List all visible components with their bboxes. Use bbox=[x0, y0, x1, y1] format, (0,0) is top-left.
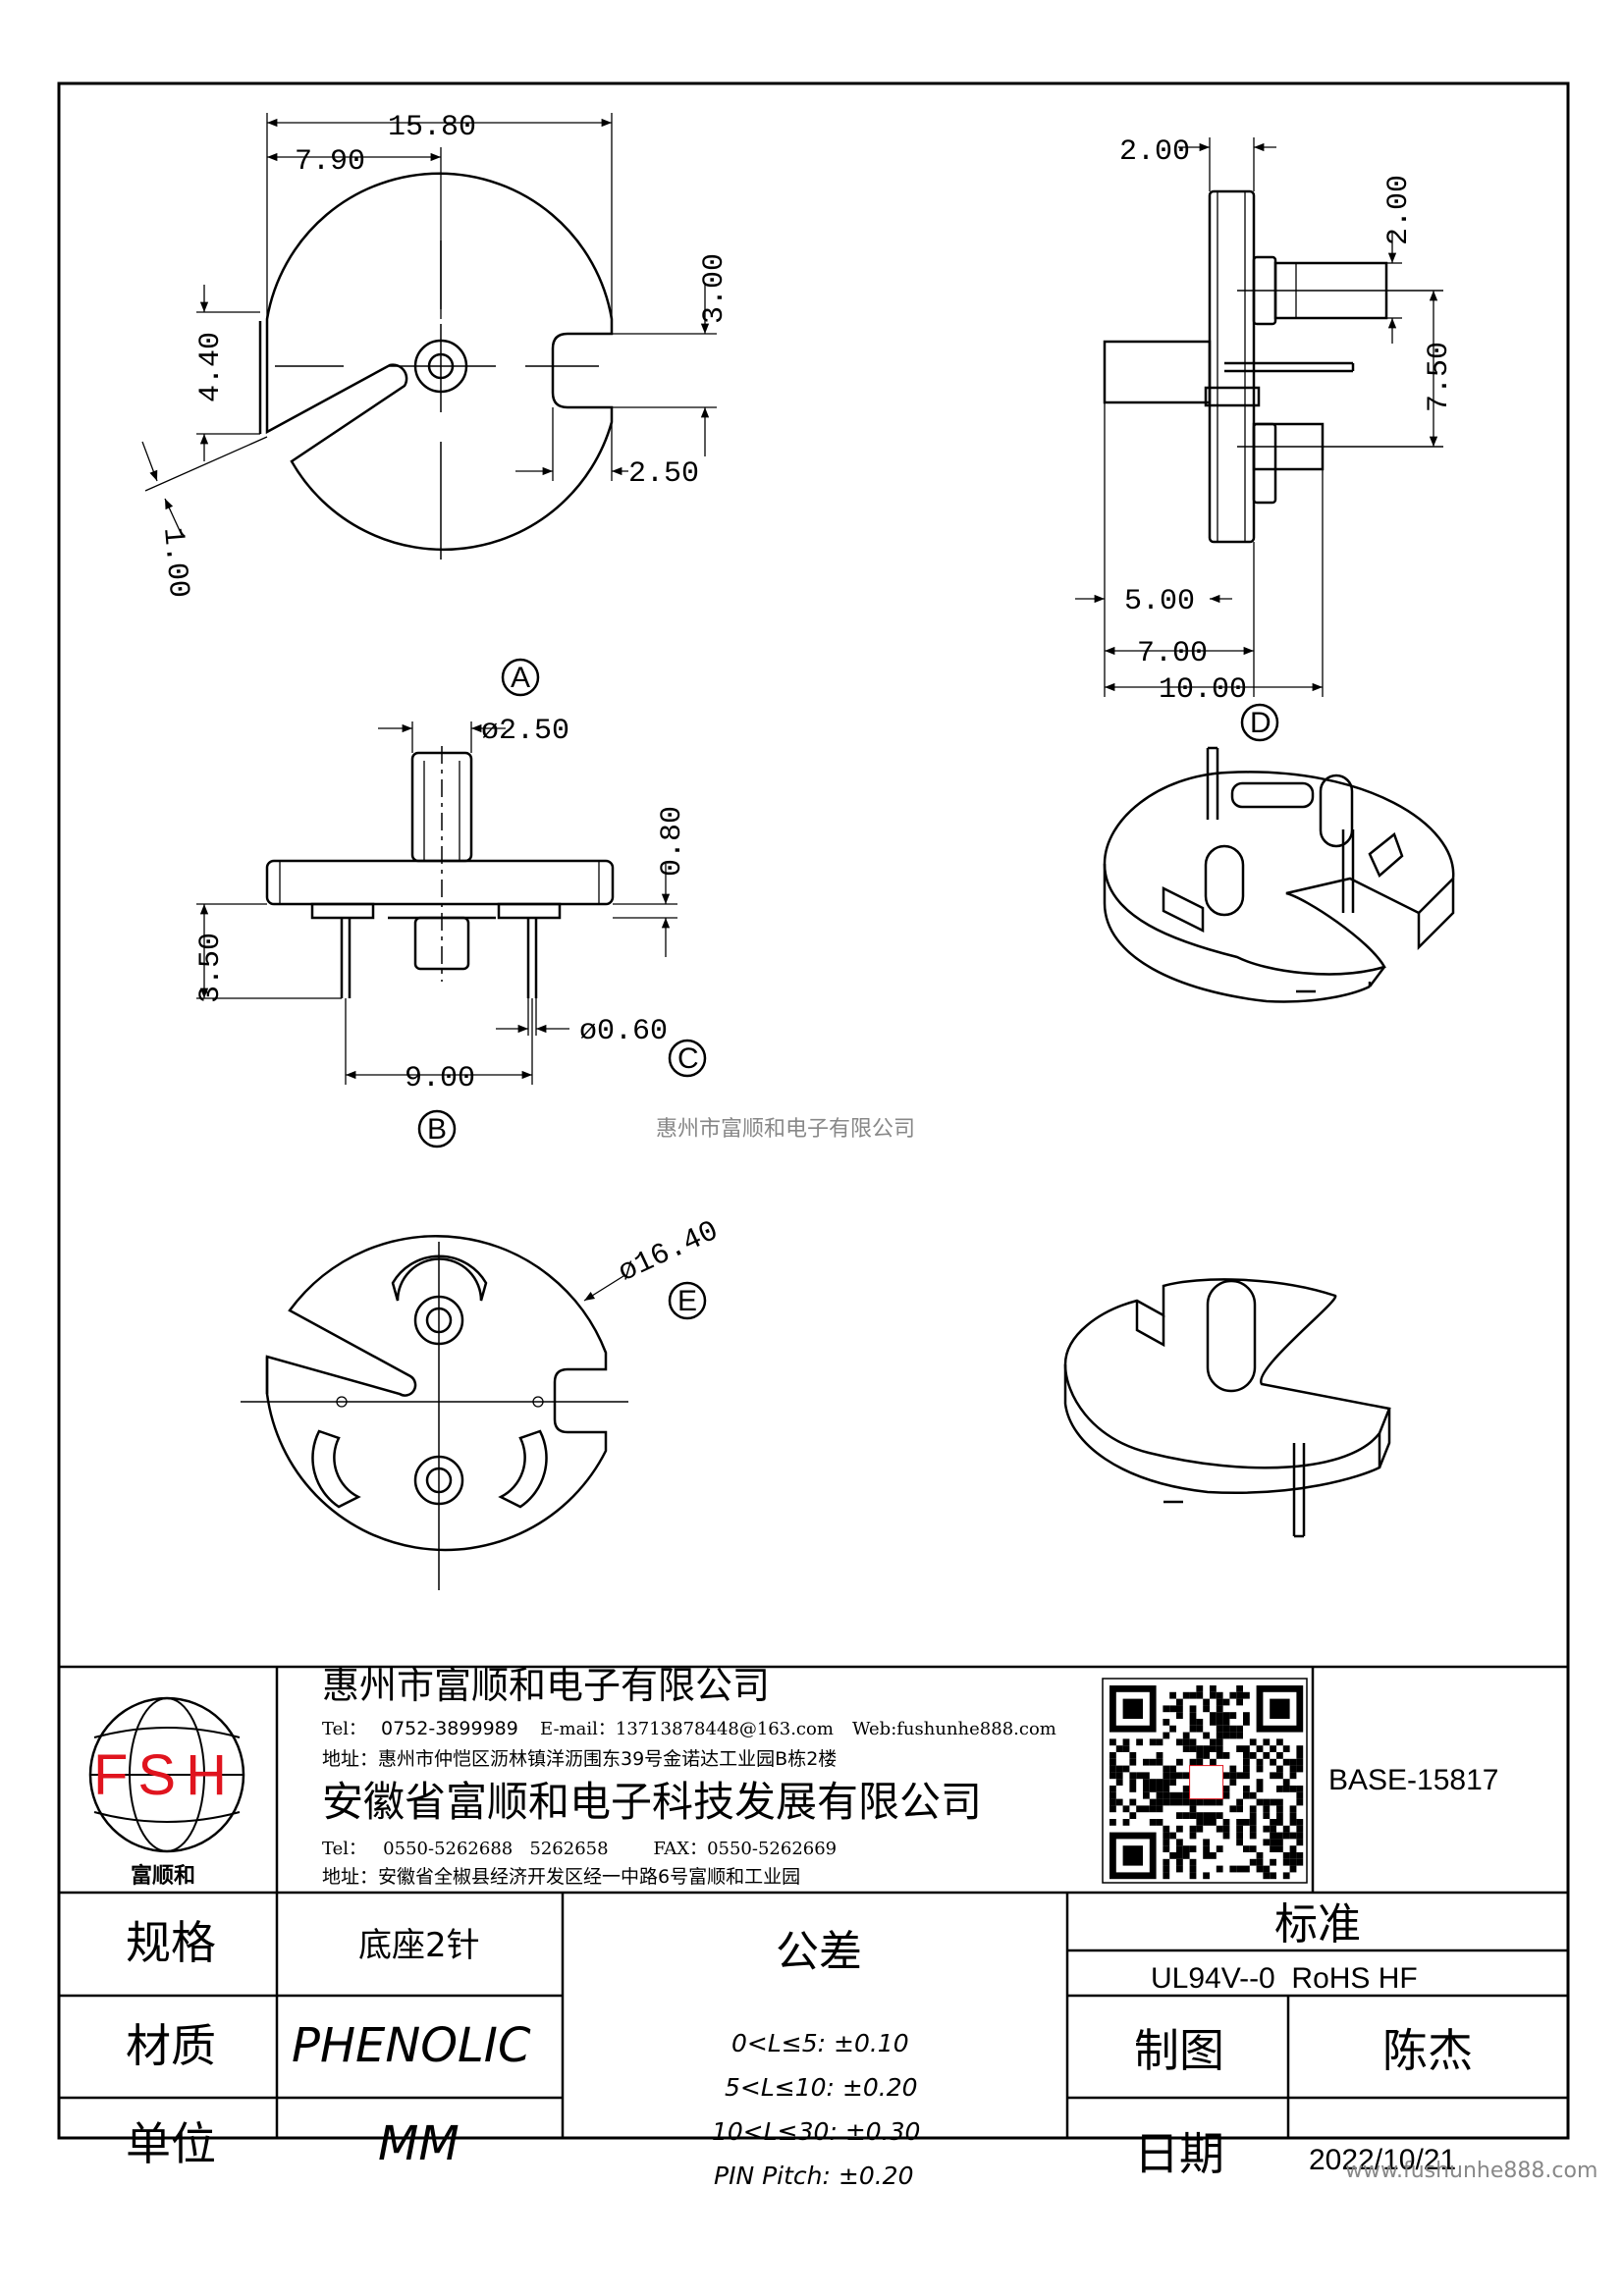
tolerance-3: 10<L≤30: ±0.30 bbox=[712, 2117, 920, 2146]
title-block bbox=[59, 1665, 1568, 2138]
dim-a-width: 15.80 bbox=[388, 111, 476, 144]
qr-code bbox=[1102, 1678, 1308, 1884]
e-slot-right bbox=[498, 1429, 548, 1509]
logo-text: FSH bbox=[93, 1743, 237, 1807]
tolerance-1: 0<L≤5: ±0.10 bbox=[731, 2029, 909, 2057]
iso1-top-face bbox=[1103, 771, 1455, 976]
date-value: 2022/10/21 bbox=[1309, 2144, 1456, 2176]
iso-view-2 bbox=[1063, 1278, 1391, 1538]
drawn-value: 陈杰 bbox=[1382, 2024, 1473, 2077]
address-2: 地址：安徽省全椒县经济开发区经一中路6号富顺和工业园 bbox=[322, 1866, 800, 1888]
dim-d-t2: 2.00 bbox=[1382, 175, 1416, 245]
view-label-d: D bbox=[1250, 707, 1271, 739]
view-b-front: A ø2.50 0.80 3.50 9.00 bbox=[194, 658, 707, 1148]
iso-view-1 bbox=[1103, 746, 1455, 1003]
spec-label: 规格 bbox=[126, 1916, 216, 1969]
dim-d-b: 7.00 bbox=[1137, 637, 1208, 670]
tolerance-2: 5<L≤10: ±0.20 bbox=[725, 2073, 918, 2102]
email: E-mail：13713878448@163.com bbox=[540, 1719, 834, 1739]
dim-d-a: 5.00 bbox=[1124, 585, 1195, 618]
logo-subtitle: 富顺和 bbox=[131, 1863, 195, 1889]
dim-a-chw: 1.00 bbox=[155, 526, 194, 600]
tolerance-4: PIN Pitch: ±0.20 bbox=[714, 2162, 914, 2190]
view-e-outline bbox=[265, 1235, 608, 1552]
part-number: BASE-15817 bbox=[1328, 1764, 1498, 1796]
dim-e-dia: ø16.40 bbox=[614, 1215, 724, 1290]
view-label-c: C bbox=[677, 1042, 699, 1075]
e-slot-left bbox=[311, 1429, 361, 1509]
material-value: PHENOLIC bbox=[292, 2018, 531, 2073]
e-slot-top bbox=[391, 1255, 488, 1302]
company-name-2: 安徽省富顺和电子科技发展有限公司 bbox=[322, 1778, 982, 1826]
footer-url: www.fushunhe888.com bbox=[1345, 2159, 1597, 2183]
sheet-border bbox=[57, 81, 1570, 2140]
fsh-logo: FSH 富顺和 bbox=[88, 1696, 245, 1889]
dim-b-pitch: 9.00 bbox=[405, 1062, 475, 1095]
tolerance-label: 公差 bbox=[776, 1927, 862, 1977]
dim-a-half: 7.90 bbox=[295, 145, 365, 179]
tel-1-label: Tel： bbox=[322, 1719, 366, 1739]
date-label: 日期 bbox=[1134, 2127, 1224, 2180]
material-label: 材质 bbox=[126, 2019, 216, 2072]
dim-d-c: 10.00 bbox=[1159, 673, 1247, 707]
side-body bbox=[1208, 189, 1256, 544]
spec-value: 底座2针 bbox=[358, 1926, 480, 1965]
dim-c-pin: ø0.60 bbox=[579, 1015, 668, 1048]
view-e-bottom: ø16.40 E bbox=[241, 1215, 724, 1590]
dim-b-post: ø2.50 bbox=[481, 715, 569, 748]
view-d-side: 2.00 2.00 7.50 5.00 7.00 10.00 D bbox=[1075, 135, 1456, 742]
address-1: 地址：惠州市仲恺区沥林镇洋沥围东39号金诺达工业园B栋2楼 bbox=[322, 1748, 837, 1770]
unit-value: MM bbox=[378, 2116, 460, 2171]
company-name-1: 惠州市富顺和电子有限公司 bbox=[322, 1664, 770, 1707]
watermark: 惠州市富顺和电子有限公司 bbox=[656, 1117, 915, 1142]
standard-value: UL94V--0 RoHS HF bbox=[1151, 1962, 1418, 1995]
standard-label: 标准 bbox=[1274, 1899, 1361, 1949]
dim-a-slot-h: 3.00 bbox=[698, 253, 731, 324]
view-label-b: B bbox=[427, 1113, 447, 1146]
tel-1: 0752-3899989 bbox=[381, 1718, 518, 1739]
drawn-label: 制图 bbox=[1134, 2024, 1224, 2077]
website: Web:fushunhe888.com bbox=[852, 1719, 1056, 1739]
view-label-a: A bbox=[511, 662, 530, 694]
dim-d-h: 7.50 bbox=[1423, 342, 1456, 412]
view-label-e: E bbox=[677, 1285, 697, 1317]
iso2-top-face bbox=[1063, 1278, 1391, 1469]
unit-label: 单位 bbox=[126, 2117, 216, 2170]
dim-b-pin-len: 3.50 bbox=[194, 933, 228, 1003]
dim-d-t1: 2.00 bbox=[1119, 135, 1190, 169]
view-a-top: 15.80 7.90 3.00 2.50 4.40 1.00 bbox=[141, 111, 731, 600]
view-a-outline bbox=[265, 172, 614, 552]
dim-a-slot-w: 2.50 bbox=[628, 457, 699, 491]
flange bbox=[265, 859, 615, 906]
dim-a-ch: 4.40 bbox=[194, 332, 228, 402]
dim-b-flange: 0.80 bbox=[656, 806, 689, 877]
tel-2: Tel： 0550-5262688 5262658 FAX：0550-52626… bbox=[322, 1839, 837, 1859]
